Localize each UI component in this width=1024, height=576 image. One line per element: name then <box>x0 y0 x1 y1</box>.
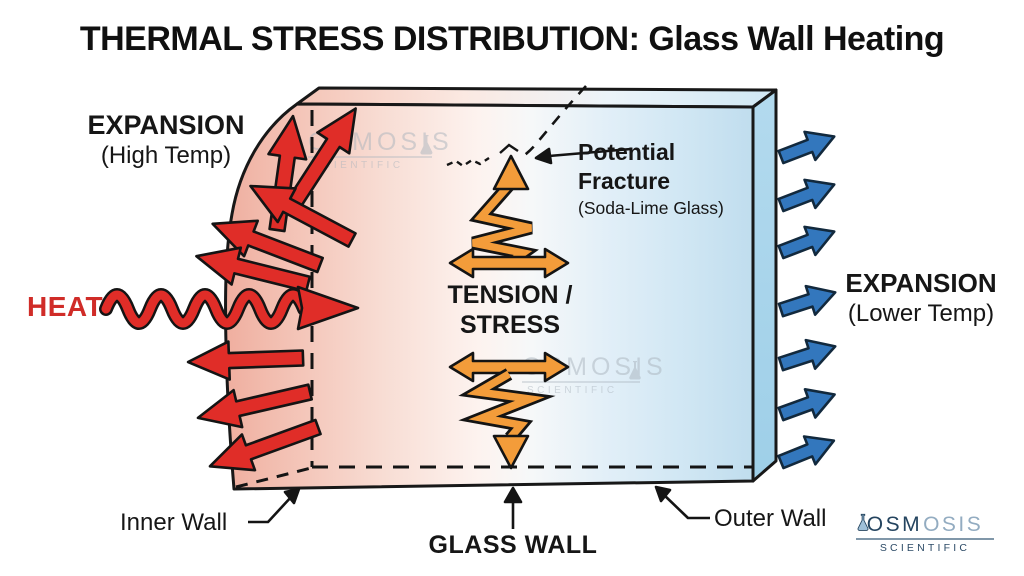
fracture-pointer-arrow <box>534 147 632 165</box>
logo-subtitle: SCIENTIFIC <box>879 542 971 554</box>
blue-expansion-arrow <box>774 169 841 221</box>
inner-wall-label: Inner Wall <box>120 509 228 536</box>
expansion-high-line2: (High Temp) <box>100 142 232 169</box>
expansion-high-label: EXPANSION (High Temp) <box>87 110 244 171</box>
tension-double-arrow-lower <box>448 351 570 383</box>
outer-wall-pointer-arrow <box>654 485 710 520</box>
fracture-line2: Fracture <box>578 168 671 194</box>
expansion-high-line1: EXPANSION <box>87 110 245 140</box>
blue-expansion-arrow <box>774 216 841 268</box>
fracture-line3: (Soda-Lime Glass) <box>578 198 724 218</box>
flask-icon <box>629 361 641 380</box>
expansion-lower-line1: EXPANSION <box>845 268 997 298</box>
blue-expansion-arrow <box>774 379 841 430</box>
glass-wall-pointer-arrow <box>503 486 523 529</box>
glass-wall-label: GLASS WALL <box>428 531 598 559</box>
logo-text-dark: OSM <box>866 513 923 536</box>
blue-expansion-arrows <box>774 121 842 478</box>
diagram-title: THERMAL STRESS DISTRIBUTION: Glass Wall … <box>79 20 945 58</box>
flask-icon <box>420 135 433 155</box>
blue-expansion-arrow <box>775 330 842 380</box>
tension-stress-label: TENSION / STRESS <box>447 280 572 340</box>
potential-fracture-label: Potential Fracture (Soda-Lime Glass) <box>578 138 724 220</box>
glass-wall-block <box>224 86 778 491</box>
watermark-subtext: SCIENTIFIC <box>313 160 404 171</box>
tension-double-arrow-upper <box>448 247 570 279</box>
heat-label: HEAT <box>27 291 104 322</box>
blue-expansion-arrow <box>774 121 841 173</box>
blue-expansion-arrow <box>774 425 841 478</box>
expansion-lower-label: EXPANSION (Lower Temp) <box>845 268 996 329</box>
heat-wave-arrow <box>99 285 360 331</box>
tension-line2: STRESS <box>459 311 561 339</box>
flask-icon <box>857 513 869 531</box>
tension-stress-arrows <box>448 154 570 470</box>
inner-wall-pointer-arrow <box>248 487 301 524</box>
expansion-lower-line2: (Lower Temp) <box>847 300 995 327</box>
callout-pointers <box>248 147 710 529</box>
heat-arrowhead <box>296 285 360 331</box>
tension-zigzag-lower <box>458 368 556 470</box>
tension-zigzag-upper <box>468 154 539 269</box>
fracture-line1: Potential <box>578 139 676 165</box>
logo-text-light: OSIS <box>923 513 984 536</box>
glass-wall-right-face <box>751 88 778 483</box>
fracture-crack-line <box>446 85 587 168</box>
tension-line1: TENSION / <box>447 281 573 309</box>
blue-expansion-arrow <box>775 276 842 326</box>
outer-wall-label: Outer Wall <box>714 505 827 532</box>
watermark-subtext: SCIENTIFIC <box>527 385 618 396</box>
